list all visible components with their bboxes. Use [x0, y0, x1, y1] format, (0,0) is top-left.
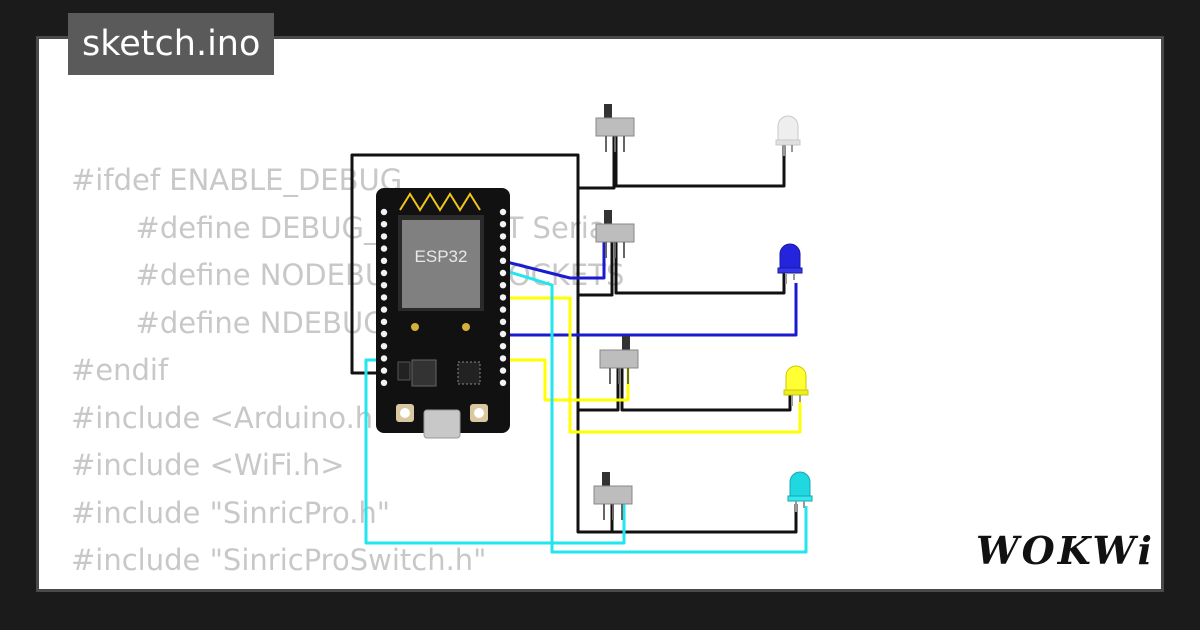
wokwi-logo: WOKWi [976, 528, 1155, 573]
header-pin [499, 208, 507, 216]
header-pin [499, 355, 507, 362]
usb-port [423, 409, 461, 439]
header-pin [499, 379, 507, 386]
wire-black [614, 130, 786, 188]
slide-switch [599, 336, 639, 384]
header-pin [499, 221, 507, 228]
header-pin [499, 245, 507, 252]
chip [402, 220, 480, 308]
code-line: #include "SinricProSwitch.h" [71, 543, 487, 577]
antenna-trace [399, 192, 481, 212]
header-pin [380, 294, 388, 301]
wire-yellow [503, 296, 802, 434]
code-line: #ifdef ENABLE_DEBUG [71, 163, 403, 197]
wire-black [578, 238, 614, 297]
header-pin [499, 343, 507, 350]
header-pin [380, 306, 388, 313]
wire-black [614, 240, 786, 295]
header-pin [499, 282, 507, 289]
header-pin [380, 257, 388, 264]
led-cyan [787, 471, 813, 512]
header-pin [499, 269, 507, 277]
voltage-regulator [411, 359, 437, 387]
code-line: #include <WiFi.h> [71, 448, 345, 482]
led-blue [777, 243, 803, 284]
slide-switch [595, 104, 635, 152]
header-pin [380, 282, 388, 289]
wire-cyan [502, 268, 808, 554]
wire-black [610, 500, 798, 534]
header-pin [380, 355, 388, 362]
wire-black [350, 153, 622, 534]
usb-chip [457, 361, 481, 385]
board-label: ESP32 [415, 247, 468, 266]
header-pin [380, 343, 388, 350]
wire-blue [502, 240, 606, 280]
led-yellow [783, 365, 809, 406]
code-line: #endif [71, 353, 169, 387]
header-pin [499, 306, 507, 313]
led-white [775, 115, 801, 156]
wire-blue [503, 283, 798, 337]
sketch-title: sketch.ino [68, 13, 275, 75]
header-pin [499, 257, 507, 264]
header-pin [380, 379, 388, 386]
header-pin [380, 367, 388, 374]
header-pin [380, 208, 388, 216]
header-pin [499, 367, 507, 374]
module-pads [411, 323, 470, 331]
wire-black [578, 130, 616, 190]
header-pin [380, 221, 388, 228]
header-pin [380, 233, 388, 240]
regulator [397, 361, 411, 381]
wire-cyan [364, 358, 626, 545]
header-pin [499, 318, 507, 325]
slide-switch [593, 472, 633, 520]
pin-header-left [380, 208, 388, 386]
code-line: #include "SinricPro.h" [71, 495, 391, 530]
code-line: #define NDEBUG [71, 305, 386, 340]
header-pin [380, 330, 388, 338]
wires-cyan [364, 268, 808, 554]
wire-black [578, 362, 620, 412]
header-pin [499, 294, 507, 301]
header-pin [380, 269, 388, 277]
pin-header-right [499, 208, 507, 386]
esp32-board: ESP32 [376, 188, 510, 439]
header-pin [499, 330, 507, 338]
header-pin [499, 233, 507, 240]
header-pin [380, 245, 388, 252]
wire-black [620, 362, 792, 412]
header-pin [380, 318, 388, 325]
wires-blue [502, 240, 798, 337]
code-preview: #ifdef ENABLE_DEBUG #define DEBUG_ESP_PO… [71, 157, 624, 585]
slide-switch [595, 210, 635, 258]
wire-yellow [503, 358, 630, 402]
wires-yellow [503, 296, 802, 434]
